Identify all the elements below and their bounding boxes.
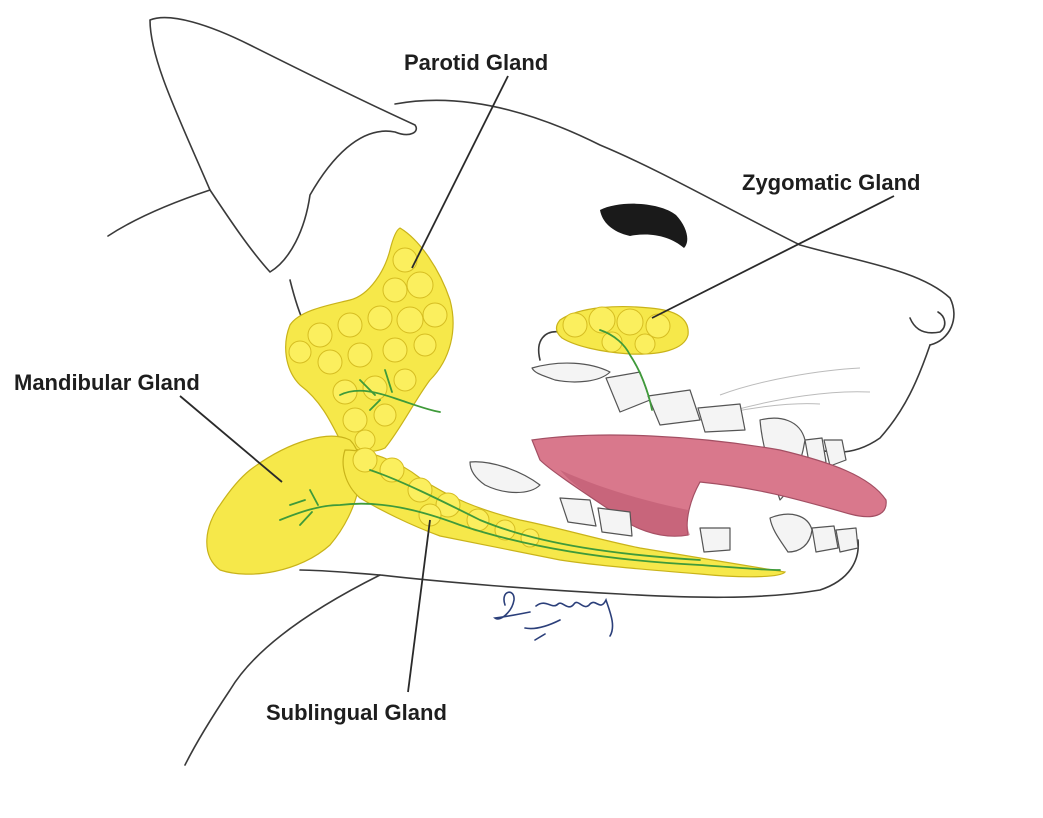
sublingual-gland-label: Sublingual Gland [266, 702, 447, 724]
eye [600, 204, 687, 248]
ear-outline [150, 18, 416, 272]
zygomatic-gland-label: Zygomatic Gland [742, 172, 920, 194]
parotid-leader-line [412, 76, 508, 268]
upper-lip [820, 345, 930, 452]
ear-base [108, 190, 210, 236]
parotid-gland [286, 228, 453, 451]
nose [910, 312, 945, 333]
artist-signature [495, 592, 613, 640]
sublingual-leader-line [408, 520, 430, 692]
cheek-line [539, 332, 560, 360]
zygomatic-leader-line [652, 196, 894, 318]
zygomatic-gland [556, 307, 688, 355]
mandibular-gland-label: Mandibular Gland [14, 372, 200, 394]
mandibular-leader-line [180, 396, 282, 482]
parotid-gland-label: Parotid Gland [404, 52, 548, 74]
throat-line [185, 575, 380, 765]
